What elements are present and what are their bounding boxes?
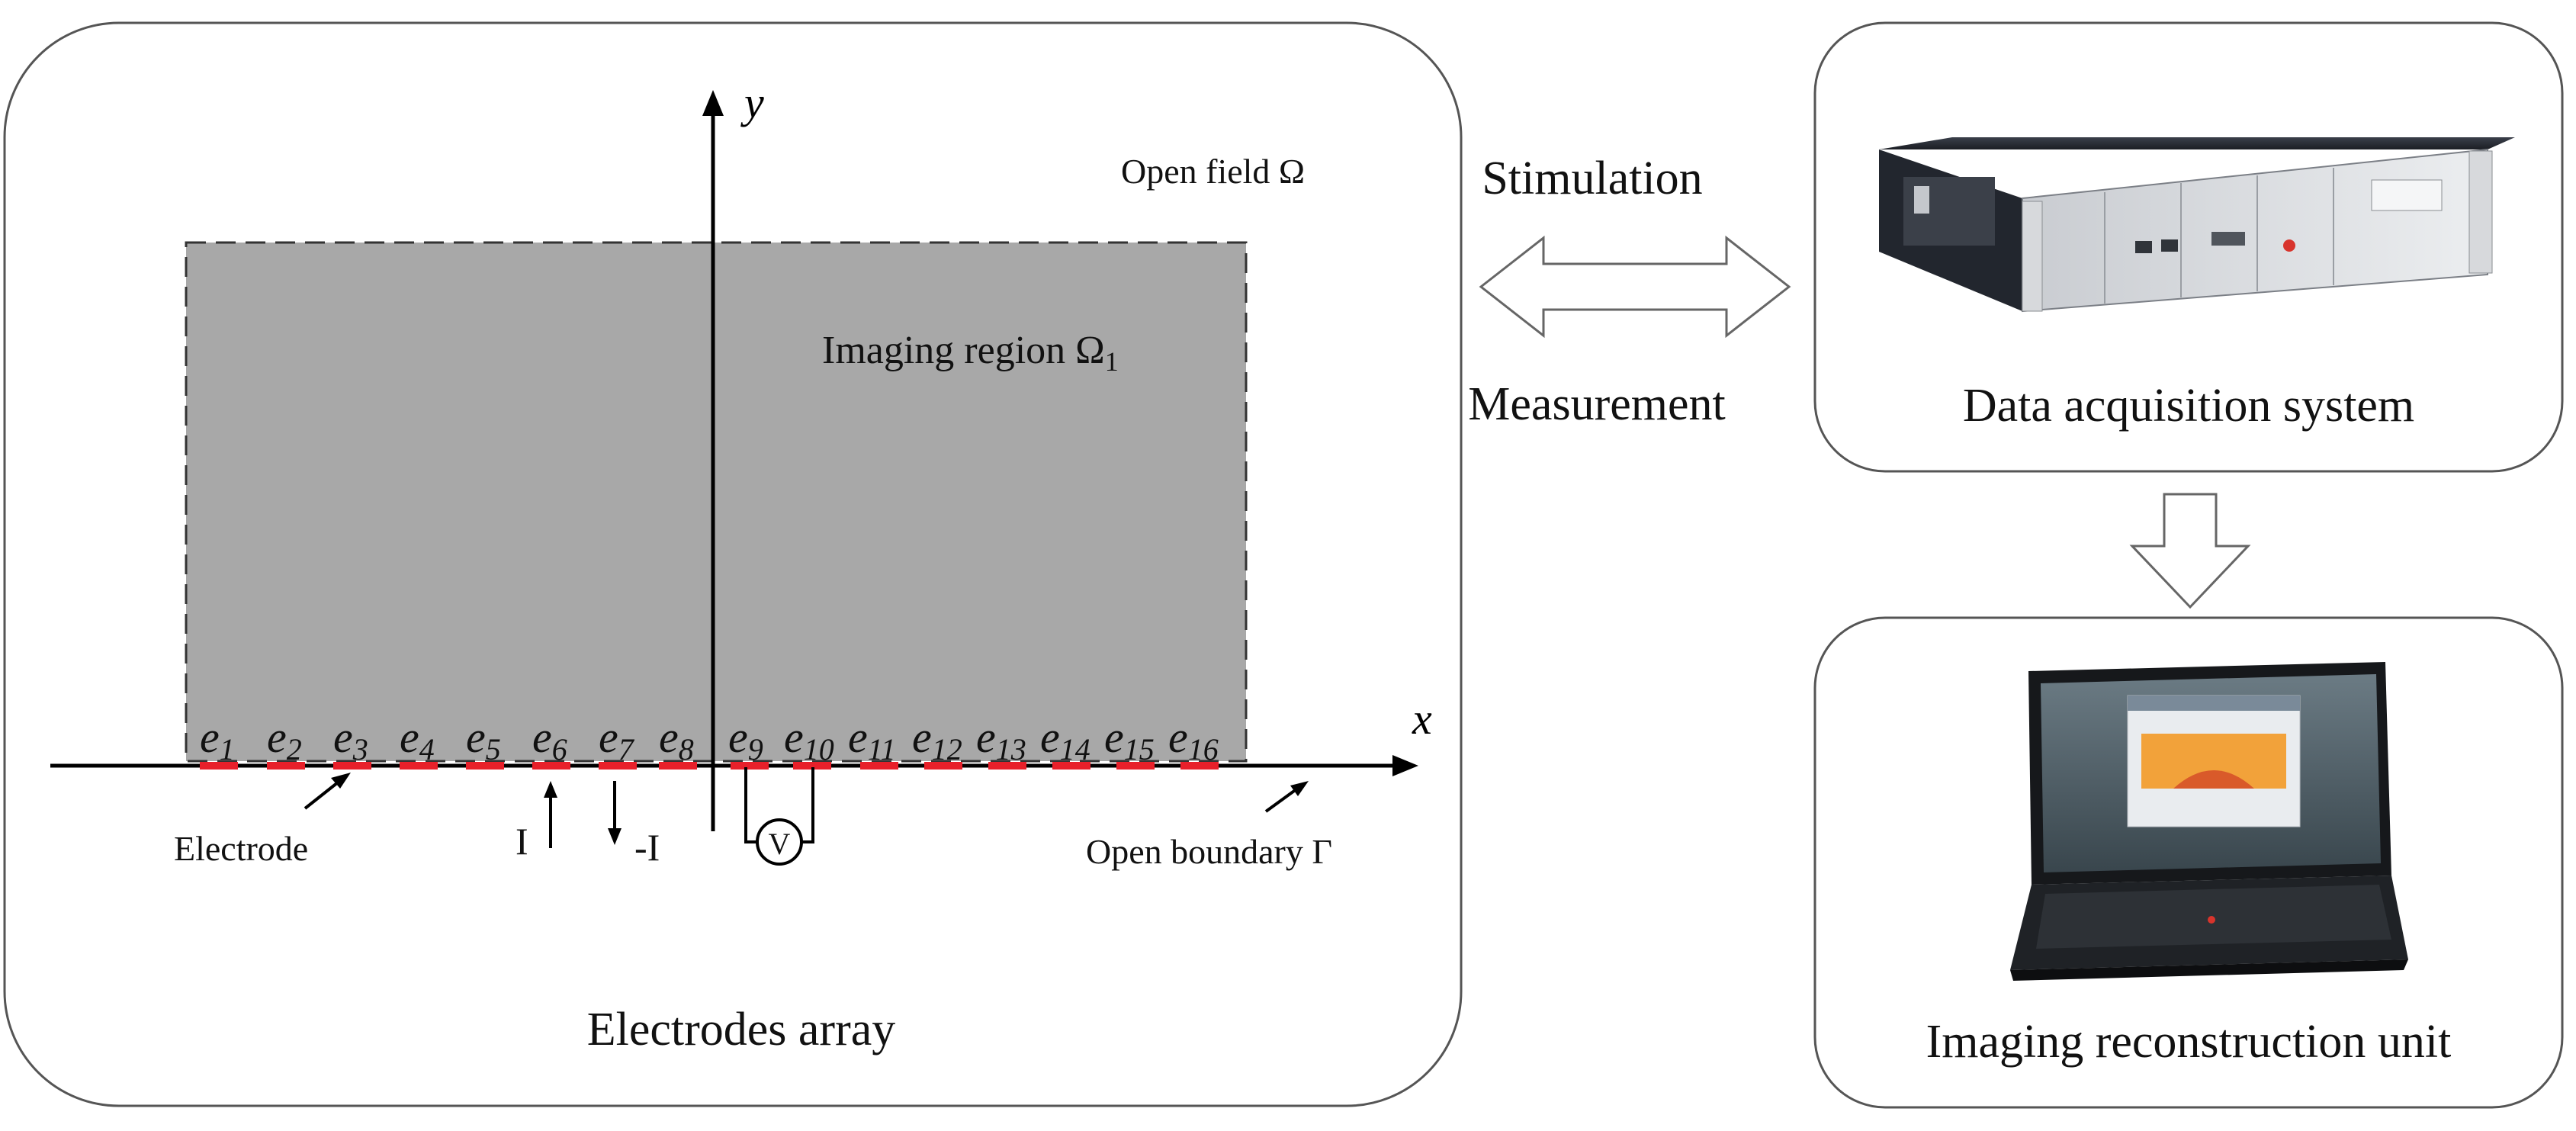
laptop-image	[2010, 662, 2408, 981]
voltmeter-left-lead	[744, 767, 756, 843]
boundary-callout-arrowhead	[1290, 781, 1309, 796]
y-axis-label: y	[740, 78, 764, 127]
boundary-callout-label: Open boundary Γ	[1086, 832, 1332, 871]
boundary-callout-arrow	[1264, 786, 1301, 813]
x-axis-arrowhead	[1392, 755, 1418, 776]
electrode-callout-arrowhead	[331, 773, 351, 789]
electrode-labels: e1 e2 e3 e4 e5 e6 e7 e8 e9 e10 e11 e12 e…	[200, 712, 1219, 766]
current-in-indicator: I	[516, 781, 557, 863]
recon-caption: Imaging reconstruction unit	[1926, 1016, 2452, 1068]
y-axis-arrowhead	[702, 90, 724, 116]
electrode-label-9: e9	[728, 712, 763, 766]
chassis-top	[1879, 137, 2515, 149]
imaging-reconstruction-panel: Imaging reconstruction unit	[1813, 616, 2564, 1109]
electrode-label-16: e16	[1168, 712, 1219, 766]
measurement-label: Measurement	[1468, 378, 1725, 430]
chassis-handle-left	[2022, 201, 2043, 312]
imaging-region-label: Imaging region Ω1	[822, 329, 1119, 377]
electrode-label-4: e4	[400, 712, 435, 766]
electrode-label-7: e7	[599, 712, 635, 766]
stimulation-measurement-link: Stimulation Measurement	[1468, 153, 1791, 430]
down-arrow	[2129, 493, 2251, 609]
daq-caption: Data acquisition system	[1963, 380, 2414, 432]
electrode-label-1: e1	[200, 712, 235, 766]
voltmeter-right-lead	[802, 767, 814, 843]
electrode-label-15: e15	[1104, 712, 1155, 766]
current-out-label: -I	[634, 826, 660, 869]
laptop-trackpoint	[2208, 916, 2215, 924]
electrode-label-10: e10	[784, 712, 834, 766]
electrode-label-11: e11	[848, 712, 896, 766]
screen-image-shape	[2173, 770, 2254, 789]
electrodes-array-panel: Imaging region Ω1 Open field Ω x y	[3, 21, 1463, 1107]
electrode-label-5: e5	[466, 712, 501, 766]
chassis-port-2	[2161, 239, 2178, 252]
electrode-label-14: e14	[1040, 712, 1090, 766]
stimulation-label: Stimulation	[1482, 153, 1702, 204]
chassis-vent	[1914, 186, 1929, 214]
current-in-label: I	[516, 820, 528, 863]
electrode-label-2: e2	[267, 712, 302, 766]
imaging-region	[185, 241, 1248, 763]
chassis-connector	[2211, 232, 2245, 246]
current-out-indicator: -I	[608, 781, 660, 869]
electrode-label-8: e8	[659, 712, 694, 766]
voltmeter: V	[744, 767, 814, 866]
open-field-label: Open field Ω	[1121, 152, 1305, 191]
electrode-label-12: e12	[912, 712, 962, 766]
electrodes-array-caption: Electrodes array	[587, 1004, 895, 1055]
electrode-callout: Electrode	[174, 773, 351, 868]
voltmeter-circle	[756, 818, 803, 866]
current-out-arrowhead	[608, 828, 622, 845]
x-axis-label: x	[1412, 694, 1432, 744]
electrode-callout-label: Electrode	[174, 829, 308, 868]
electrode-label-3: e3	[333, 712, 368, 766]
chassis-handle-right	[2468, 150, 2493, 274]
voltmeter-symbol: V	[769, 827, 791, 861]
chassis-status-led	[2283, 239, 2295, 252]
chassis-label-plate	[2371, 179, 2443, 211]
chassis-port-1	[2135, 241, 2152, 253]
data-acquisition-panel: Data acquisition system	[1813, 21, 2564, 473]
electrode-label-13: e13	[976, 712, 1026, 766]
current-in-arrowhead	[544, 781, 557, 798]
boundary-callout: Open boundary Γ	[1086, 781, 1332, 871]
electrode-callout-arrow	[304, 778, 343, 810]
electrode-label-6: e6	[532, 712, 567, 766]
laptop-front-edge	[2010, 959, 2408, 981]
double-arrow	[1479, 235, 1791, 339]
daq-chassis-image	[1879, 137, 2515, 313]
screen-window-titlebar	[2128, 696, 2300, 711]
